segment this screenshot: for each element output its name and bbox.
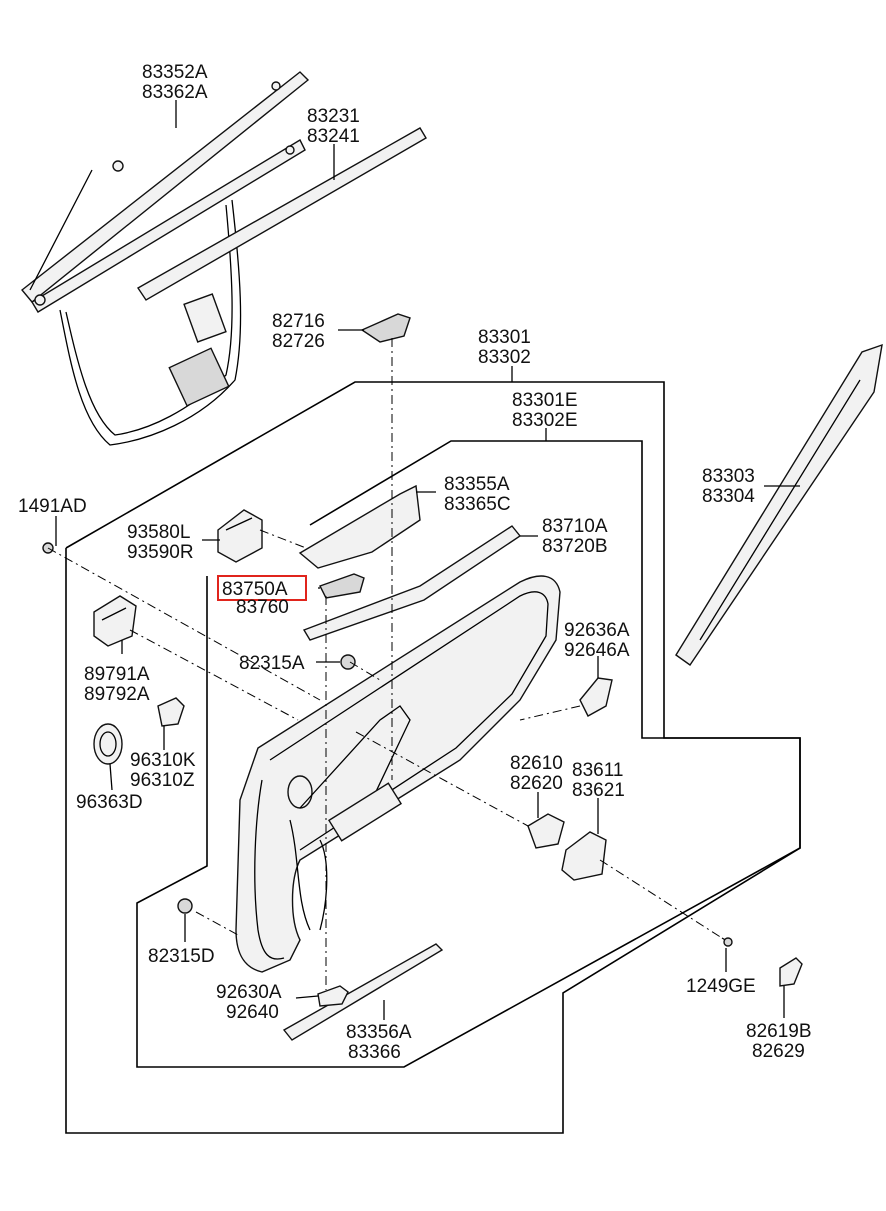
label-82315d: 82315D bbox=[148, 946, 215, 967]
door-garnish-strip bbox=[675, 343, 883, 666]
label-83304: 83304 bbox=[702, 486, 755, 507]
label-83356a: 83356A bbox=[346, 1022, 412, 1043]
label-83365c: 83365C bbox=[444, 494, 511, 515]
upper-trim-panel bbox=[298, 484, 421, 569]
label-1249ge: 1249GE bbox=[686, 976, 756, 997]
screw-1249ge bbox=[721, 937, 733, 947]
label-82726: 82726 bbox=[272, 331, 325, 352]
label-82629: 82629 bbox=[752, 1041, 805, 1062]
cover-92636a bbox=[579, 677, 613, 717]
lamp-92630a bbox=[317, 985, 349, 1007]
label-82716: 82716 bbox=[272, 311, 325, 332]
label-96310z: 96310Z bbox=[130, 770, 195, 791]
clip-82315d bbox=[177, 898, 193, 914]
label-83301: 83301 bbox=[478, 327, 531, 348]
part-labels: 83352A 83362A 83231 83241 82716 82726 83… bbox=[18, 62, 812, 1063]
label-83750a: 83750A bbox=[222, 579, 288, 600]
glass-run-channel bbox=[137, 127, 427, 301]
label-83352a: 83352A bbox=[142, 62, 208, 83]
cover-82619b bbox=[779, 957, 803, 987]
inner-handle bbox=[527, 813, 565, 849]
label-83302e: 83302E bbox=[512, 410, 578, 431]
label-83760: 83760 bbox=[236, 597, 289, 618]
pull-cup-part bbox=[319, 573, 365, 599]
lower-trim-strip bbox=[282, 943, 444, 1041]
switch-bracket bbox=[217, 509, 263, 563]
label-83355a: 83355A bbox=[444, 474, 510, 495]
label-83366: 83366 bbox=[348, 1042, 401, 1063]
handle-bezel bbox=[561, 831, 607, 881]
label-82610: 82610 bbox=[510, 753, 563, 774]
label-82620: 82620 bbox=[510, 773, 563, 794]
label-93580l: 93580L bbox=[127, 522, 190, 543]
label-89792a: 89792A bbox=[84, 684, 150, 705]
label-83621: 83621 bbox=[572, 780, 625, 801]
label-83301e: 83301E bbox=[512, 390, 578, 411]
label-83710a: 83710A bbox=[542, 516, 608, 537]
label-92646a: 92646A bbox=[564, 640, 630, 661]
small-garnish-piece bbox=[360, 313, 411, 343]
label-82619b: 82619B bbox=[746, 1021, 812, 1042]
speaker-grille bbox=[93, 723, 123, 765]
label-96310k: 96310K bbox=[130, 750, 196, 771]
label-83231: 83231 bbox=[307, 106, 360, 127]
label-92630a: 92630A bbox=[216, 982, 282, 1003]
highlight-box-83750a bbox=[217, 575, 307, 601]
clip-82315a bbox=[340, 654, 356, 670]
label-96363d: 96363D bbox=[76, 792, 143, 813]
label-82315a: 82315A bbox=[239, 653, 305, 674]
tweeter-switch bbox=[157, 697, 185, 727]
label-83720b: 83720B bbox=[542, 536, 608, 557]
door-trim-panel bbox=[235, 575, 561, 973]
leader-lines bbox=[55, 100, 800, 1020]
label-83362a: 83362A bbox=[142, 82, 208, 103]
window-regulator bbox=[21, 71, 310, 446]
label-1491ad: 1491AD bbox=[18, 496, 87, 517]
label-83303: 83303 bbox=[702, 466, 755, 487]
courtesy-lamp bbox=[93, 595, 137, 647]
assembly-guide-lines bbox=[47, 338, 723, 990]
label-93590r: 93590R bbox=[127, 542, 194, 563]
label-83302: 83302 bbox=[478, 347, 531, 368]
label-92636a: 92636A bbox=[564, 620, 630, 641]
assembly-frame-83301e bbox=[136, 440, 801, 1068]
label-89791a: 89791A bbox=[84, 664, 150, 685]
label-92640: 92640 bbox=[226, 1002, 279, 1023]
label-83241: 83241 bbox=[307, 126, 360, 147]
label-83611: 83611 bbox=[572, 760, 623, 781]
